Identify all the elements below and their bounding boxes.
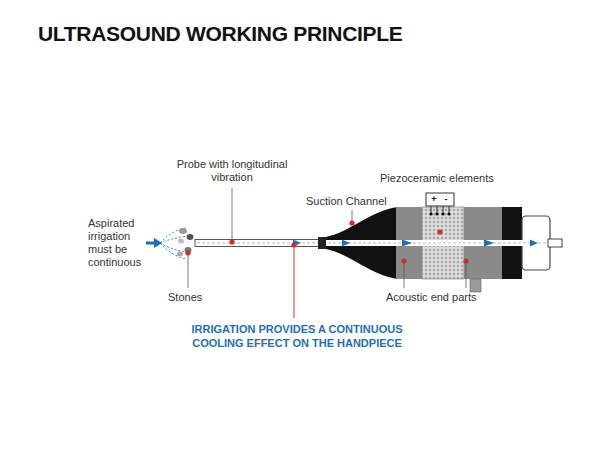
stones bbox=[187, 234, 194, 240]
leader-dot bbox=[229, 239, 234, 244]
electrode-terminal bbox=[431, 206, 449, 214]
electrode-terminal bbox=[441, 212, 444, 215]
flow-arrow bbox=[154, 238, 162, 248]
leader-dot bbox=[185, 250, 190, 255]
part-label: Probe with longitudinal vibration bbox=[167, 158, 297, 184]
probe bbox=[197, 243, 320, 244]
page-title: ULTRASOUND WORKING PRINCIPLE bbox=[38, 22, 403, 46]
flow-arrow bbox=[402, 240, 412, 247]
electrode-terminal bbox=[426, 193, 454, 206]
terminal-sign: - bbox=[441, 195, 451, 204]
leader-line bbox=[188, 188, 466, 288]
flow-arrow bbox=[342, 240, 350, 247]
stones bbox=[177, 228, 194, 257]
leader-dot bbox=[463, 258, 468, 263]
flow-arrow bbox=[484, 240, 494, 247]
flow-arrow bbox=[293, 240, 538, 247]
leader-dot bbox=[401, 258, 406, 263]
suction-channel bbox=[548, 239, 562, 247]
irrigation-spray bbox=[160, 228, 188, 259]
suction-channel bbox=[326, 240, 550, 246]
irrigation-spray bbox=[160, 243, 186, 259]
flow-arrow bbox=[530, 240, 538, 247]
leader-line bbox=[188, 254, 189, 288]
handpiece-body bbox=[470, 279, 481, 292]
electrode-terminal bbox=[429, 212, 432, 215]
stones bbox=[177, 252, 183, 257]
irrigation-spray bbox=[160, 236, 188, 243]
leader-dot bbox=[185, 220, 468, 263]
part-label: Acoustic end parts bbox=[386, 291, 477, 304]
stones bbox=[178, 239, 184, 244]
suction-channel bbox=[326, 239, 562, 247]
irrigation-spray bbox=[160, 228, 186, 243]
electrode-terminal bbox=[435, 212, 438, 215]
leader-line bbox=[294, 245, 295, 318]
leader-dot bbox=[291, 242, 296, 247]
note: Aspirated irrigation must be continuous bbox=[88, 217, 148, 269]
electrode-terminal bbox=[447, 212, 450, 215]
leader-line bbox=[404, 262, 405, 288]
part-label: Suction Channel bbox=[306, 195, 387, 208]
handpiece-body bbox=[396, 207, 550, 292]
electrode-terminal bbox=[429, 212, 450, 215]
leader-line bbox=[466, 262, 467, 288]
probe bbox=[195, 240, 321, 247]
part-label: Stones bbox=[168, 291, 202, 304]
leader-line bbox=[352, 210, 353, 222]
stones bbox=[179, 228, 187, 234]
leader-dot bbox=[437, 229, 442, 234]
note: IRRIGATION PROVIDES A CONTINUOUS COOLING… bbox=[167, 322, 427, 350]
leader-line bbox=[232, 188, 233, 241]
suction-channel bbox=[328, 243, 550, 244]
part-label: Piezoceramic elements bbox=[380, 172, 494, 185]
flow-arrow bbox=[146, 238, 162, 248]
leader-dot bbox=[349, 220, 354, 225]
probe bbox=[195, 240, 321, 247]
electrode-terminal bbox=[426, 193, 454, 216]
terminal-sign: + bbox=[429, 195, 439, 204]
